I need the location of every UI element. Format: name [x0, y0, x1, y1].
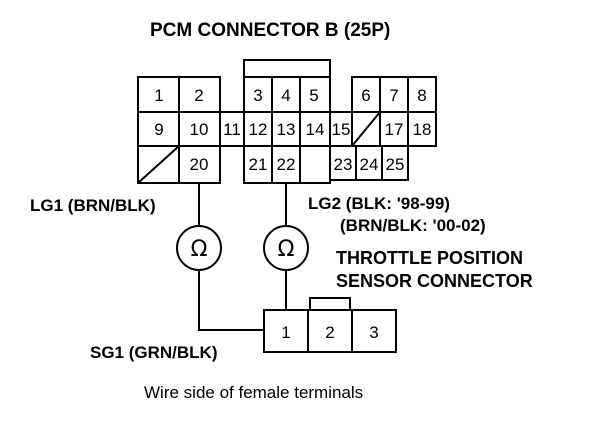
pcm-pin-14: 14 [306, 120, 325, 139]
pcm-pin-21: 21 [249, 155, 268, 174]
label-lg1: LG1 (BRN/BLK) [30, 196, 156, 215]
ohm-symbol-lg1: Ω [191, 237, 208, 262]
pcm-pin-23: 23 [334, 155, 353, 174]
pcm-pin-18: 18 [413, 120, 432, 139]
pcm-pin-9: 9 [154, 120, 163, 139]
ohmmeter-lg1 [176, 225, 222, 271]
tp-pin-2: 2 [325, 323, 334, 342]
tp-sensor-title-line2: SENSOR CONNECTOR [336, 271, 533, 291]
tp-sensor-connector: 1 2 3 [263, 297, 397, 353]
label-lg2-line2: (BRN/BLK: '00-02) [340, 216, 486, 235]
tp-pin-3: 3 [369, 323, 378, 342]
pcm-pin-17: 17 [385, 120, 404, 139]
pcm-pin-12: 12 [249, 120, 268, 139]
pcm-pin-24: 24 [360, 155, 379, 174]
pcm-pin-7: 7 [389, 86, 398, 105]
pcm-pin-5: 5 [309, 86, 318, 105]
pcm-pin-25: 25 [386, 155, 405, 174]
pcm-pin-4: 4 [281, 86, 290, 105]
pcm-pin-20: 20 [190, 155, 209, 174]
pcm-pin-1: 1 [154, 86, 163, 105]
blank-slot-marker [351, 111, 381, 147]
tp-connector-body [263, 309, 397, 353]
pcm-pin-22: 22 [277, 155, 296, 174]
pcm-pin-13: 13 [277, 120, 296, 139]
ohmmeter-lg2 [263, 225, 309, 271]
ohm-symbol-lg2: Ω [278, 237, 295, 262]
tp-lock-tab [309, 297, 351, 311]
pcm-lock-tab [243, 59, 331, 78]
pcm-pin-8: 8 [417, 86, 426, 105]
caption: Wire side of female terminals [144, 383, 363, 402]
pcm-connector: 1 2 3 4 5 6 7 8 9 10 11 12 13 14 15 17 1… [137, 59, 437, 184]
wire-lg1-sg1 [198, 270, 264, 331]
pcm-pin-10: 10 [190, 120, 209, 139]
pcm-pin-6: 6 [361, 86, 370, 105]
tp-pin-1: 1 [281, 323, 290, 342]
pcm-connector-title: PCM CONNECTOR B (25P) [150, 20, 390, 41]
pcm-pin-3: 3 [253, 86, 262, 105]
pcm-pin-2: 2 [194, 86, 203, 105]
label-lg2-line1: LG2 (BLK: '98-99) [308, 194, 450, 213]
pcm-bottom-right-block [329, 145, 409, 181]
pcm-pin-11: 11 [223, 120, 241, 139]
blank-slot-marker [137, 145, 180, 184]
tp-sensor-title-line1: THROTTLE POSITION [336, 248, 523, 268]
label-sg1: SG1 (GRN/BLK) [90, 343, 218, 362]
pcm-pin-15: 15 [332, 120, 351, 139]
